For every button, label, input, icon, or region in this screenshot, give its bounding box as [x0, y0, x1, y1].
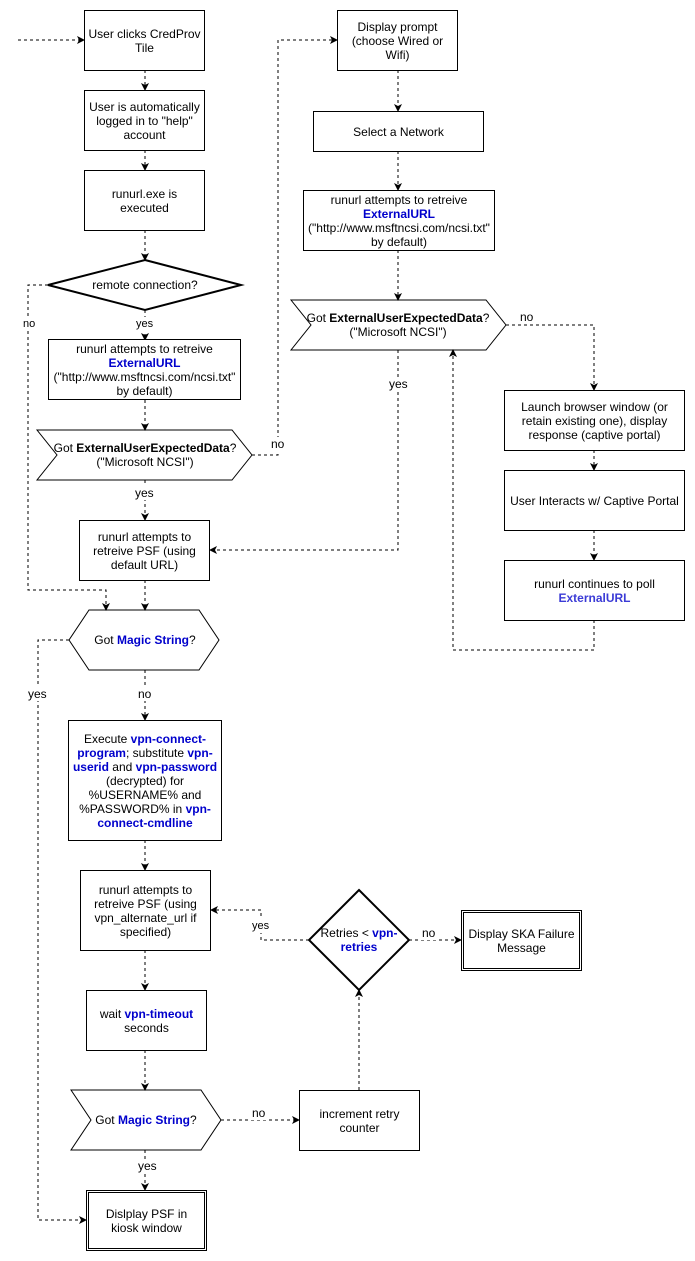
ext2-decision-shape — [289, 299, 507, 351]
user-interacts-node: User Interacts w/ Captive Portal — [504, 470, 685, 531]
got-expected-data-decision-2: Got ExternalUserExpectedData? ("Microsof… — [306, 311, 490, 339]
label-remote-no: no — [22, 317, 37, 331]
edge-poll-ext2 — [449, 349, 595, 651]
edge-remote-no — [27, 284, 110, 611]
launch-browser-node: Launch browser window (or retain existin… — [504, 390, 685, 451]
continue-poll-node: runurl continues to poll ExternalURL — [504, 560, 685, 621]
runurl-exec-node: runurl.exe is executed — [84, 170, 205, 231]
ska-failure-node: Display SKA Failure Message — [461, 910, 582, 971]
label-ext1-yes: yes — [134, 486, 155, 500]
magic2-decision-shape — [70, 1089, 222, 1151]
retrieve-psf-default-node: runurl attempts to retreive PSF (using d… — [79, 520, 210, 581]
label-retries-no: no — [421, 926, 437, 940]
edge-ext2-no — [506, 324, 598, 391]
edge-ext2-yes — [209, 350, 399, 554]
got-expected-data-decision-1: Got ExternalUserExpectedData? ("Microsof… — [53, 441, 237, 469]
retrieve-psf-alternate-node: runurl attempts to retreive PSF (using v… — [80, 870, 211, 951]
label-ext2-no: no — [519, 310, 535, 324]
label-magic2-yes: yes — [137, 1159, 158, 1173]
wait-timeout-node: wait vpn-timeout seconds — [86, 990, 207, 1051]
label-retries-yes: yes — [251, 919, 271, 933]
label-remote-yes: yes — [135, 317, 155, 331]
start-node: User clicks CredProv Tile — [84, 10, 205, 71]
edge-ext1-no — [252, 36, 338, 456]
label-ext1-no: no — [270, 437, 286, 451]
label-magic1-yes: yes — [27, 687, 48, 701]
retries-decision: Retries < vpn-retries — [320, 926, 398, 954]
increment-retry-node: increment retry counter — [299, 1090, 420, 1151]
got-magic-string-decision-1: Got Magic String? — [94, 633, 196, 647]
got-magic-string-decision-2: Got Magic String? — [95, 1113, 197, 1127]
execute-vpn-node: Execute vpn-connect-program; substitute … — [68, 720, 222, 841]
display-psf-node: Dislplay PSF in kiosk window — [86, 1190, 207, 1251]
label-magic2-no: no — [251, 1106, 267, 1120]
edge-magic1-yes — [37, 639, 87, 1224]
auto-login-node: User is automatically logged in to "help… — [84, 90, 205, 151]
select-network-node: Select a Network — [313, 111, 484, 152]
retrieve-external-url-node-2: runurl attempts to retreive ExternalURL … — [303, 190, 495, 251]
label-ext2-yes: yes — [388, 377, 409, 391]
label-magic1-no: no — [137, 687, 153, 701]
remote-connection-decision: remote connection? — [92, 278, 198, 292]
ext1-decision-shape — [35, 429, 253, 481]
display-prompt-node: Display prompt (choose Wired or Wifi) — [337, 10, 458, 71]
retrieve-external-url-node-1: runurl attempts to retreive ExternalURL … — [48, 339, 241, 400]
